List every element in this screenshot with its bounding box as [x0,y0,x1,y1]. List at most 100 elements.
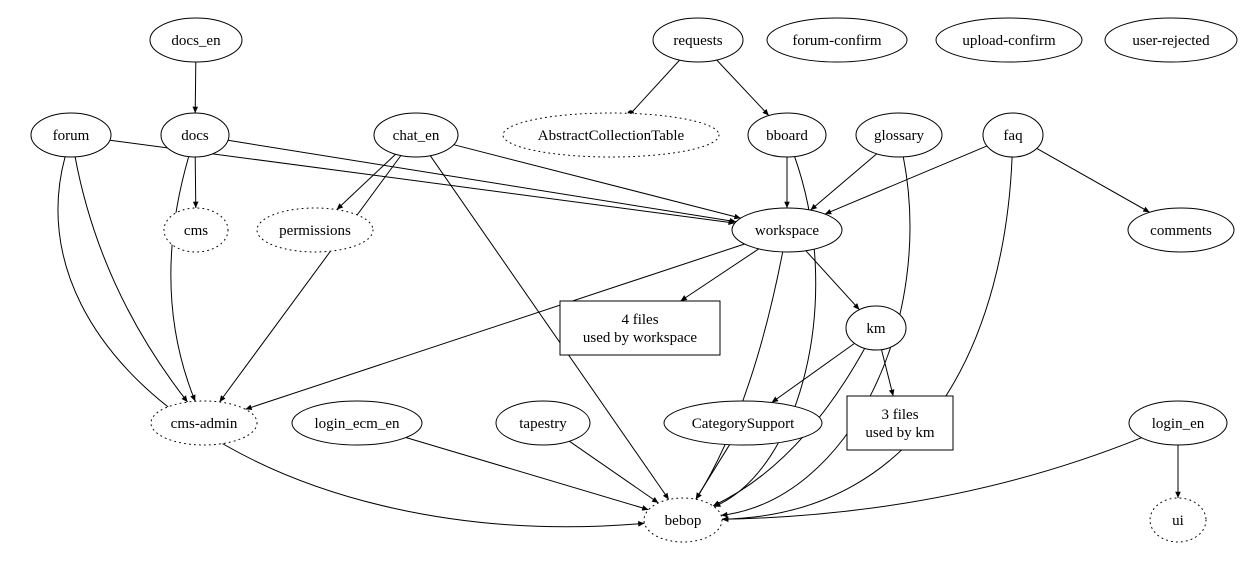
node-label: 3 files [881,407,918,423]
node-shape-category_support [663,400,823,446]
node-glossary: glossary [855,112,943,158]
node-shape-docs_en [149,17,243,63]
node-upload_confirm: upload-confirm [935,17,1083,63]
node-label: bebop [665,513,702,529]
node-shape-workspace [731,207,843,253]
edge-login_ecm_en-bebop [405,437,649,511]
node-shape-ui [1149,497,1207,543]
node-permissions: permissions [256,207,374,253]
node-label: workspace [755,223,819,239]
node-docs: docs [160,112,230,158]
node-shape-requests [652,17,744,63]
edge-category_support-bebop [695,444,731,500]
node-label: requests [673,33,722,49]
node-user_rejected: user-rejected [1104,17,1238,63]
node-km: km [845,305,907,351]
node-bebop: bebop [643,497,723,543]
node-faq: faq [982,112,1044,158]
node-files3: 3 files used by km [846,395,954,451]
node-shape-cms_admin [150,400,258,446]
nodes: docs_en requests forum-confirm upload-confi… [30,17,1238,543]
edge-forum-workspace [109,139,735,226]
node-label: cms [184,223,208,239]
edge-docs-cms [192,156,199,209]
node-label: glossary [874,128,924,144]
edge-glossary-workspace [810,153,878,211]
node-files4: 4 files used by workspace [559,300,721,356]
node-shape-faq [982,112,1044,158]
edge-docs-workspace [227,139,737,224]
node-label: comments [1150,223,1212,239]
node-shape-permissions [256,207,374,253]
edge-requests-act [627,59,680,117]
node-label: CategorySupport [692,416,795,432]
node-label: cms-admin [171,416,238,432]
edge-docs-cms_admin [170,156,196,402]
edge-tapestry-bebop [569,440,659,504]
edge-faq-comments [1036,147,1150,213]
node-tapestry: tapestry [495,400,591,446]
node-cms_admin: cms-admin [150,400,258,446]
edge-chat_en-cms_admin [219,155,402,403]
node-label: tapestry [519,416,567,432]
node-shape-forum_confirm [766,17,908,63]
edge-docs_en-docs [192,61,199,114]
node-act: AbstractCollectionTable [502,112,720,158]
node-shape-cms [163,207,229,253]
node-label: upload-confirm [962,33,1056,49]
node-category_support: CategorySupport [663,400,823,446]
node-login_ecm_en: login_ecm_en [291,400,423,446]
edge-km-bebop [712,348,866,507]
edge-login_en-bebop [721,437,1142,522]
node-shape-bebop [643,497,723,543]
node-shape-docs [160,112,230,158]
node-shape-user_rejected [1104,17,1238,63]
node-shape-chat_en [373,112,459,158]
node-label: docs [181,128,209,144]
edge-workspace-km [805,250,860,311]
node-label: AbstractCollectionTable [538,128,685,144]
node-box-files3 [846,395,954,451]
node-label: forum-confirm [792,33,881,49]
node-comments: comments [1127,207,1235,253]
node-label: 4 files [621,312,658,328]
node-label: ui [1172,513,1184,529]
edge-chat_en-workspace [453,144,741,220]
node-label: used by workspace [583,330,697,346]
edge-km-category_support [771,342,855,403]
edge-faq-workspace [824,145,988,215]
node-label: docs_en [171,33,221,49]
node-chat_en: chat_en [373,112,459,158]
edge-workspace-files4 [680,248,759,302]
node-ui: ui [1149,497,1207,543]
node-forum_confirm: forum-confirm [766,17,908,63]
node-label: km [866,321,886,337]
edge-km-files3 [881,349,895,397]
node-label: faq [1003,128,1023,144]
node-label: bboard [766,128,808,144]
edge-forum-cms_admin [74,156,188,403]
node-shape-login_en [1128,400,1228,446]
node-shape-tapestry [495,400,591,446]
edge-glossary-bebop [721,156,911,518]
node-label: login_ecm_en [315,416,400,432]
node-label: used by km [865,425,934,441]
node-label: chat_en [393,128,440,144]
node-label: permissions [279,223,351,239]
node-workspace: workspace [731,207,843,253]
node-requests: requests [652,17,744,63]
edge-workspace-cms_admin [245,243,745,410]
node-docs_en: docs_en [149,17,243,63]
edge-chat_en-bebop [429,155,670,500]
edge-chat_en-permissions [336,153,396,210]
node-forum: forum [30,112,112,158]
node-shape-glossary [855,112,943,158]
node-shape-upload_confirm [935,17,1083,63]
node-login_en: login_en [1128,400,1228,446]
node-shape-login_ecm_en [291,400,423,446]
node-cms: cms [163,207,229,253]
node-shape-comments [1127,207,1235,253]
node-shape-act [502,112,720,158]
